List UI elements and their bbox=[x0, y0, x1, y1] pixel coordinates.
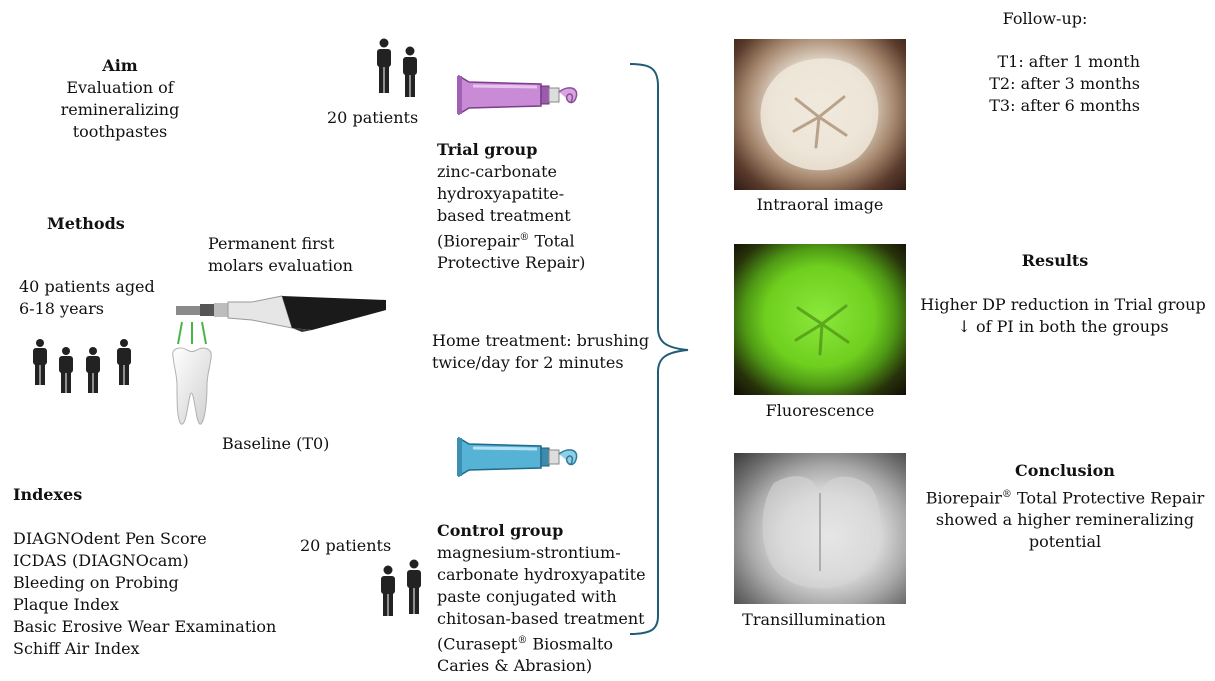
results-title: Results bbox=[1021, 251, 1089, 270]
light-rays-icon bbox=[177, 321, 207, 345]
trial-product-line: Protective Repair) bbox=[437, 253, 586, 273]
trial-line: zinc-carbonate bbox=[437, 162, 557, 181]
trial-group-text: Trial group zinc-carbonate hydroxyapatit… bbox=[437, 139, 585, 274]
trial-product-line: (Biorepair® Total bbox=[437, 227, 585, 252]
results-line: Higher DP reduction in Trial group bbox=[920, 295, 1206, 314]
registered-mark: ® bbox=[1001, 489, 1012, 500]
control-product-name-rest: Biosmalto bbox=[527, 634, 614, 654]
index-item: Plaque Index bbox=[13, 595, 119, 614]
control-patients-icon bbox=[381, 559, 421, 616]
conclusion-product-name: Biorepair bbox=[925, 488, 1002, 508]
control-line: paste conjugated with bbox=[437, 587, 617, 606]
index-item: Basic Erosive Wear Examination bbox=[13, 617, 277, 636]
followup-item: T2: after 3 months bbox=[989, 74, 1140, 93]
aim-line: Evaluation of bbox=[66, 78, 174, 97]
patients-group-icon bbox=[33, 339, 131, 393]
aim-line: remineralizing bbox=[60, 100, 180, 119]
control-line: chitosan-based treatment bbox=[437, 609, 645, 628]
results-text: Higher DP reduction in Trial group ↓ of … bbox=[913, 294, 1213, 338]
patients-total-line: 40 patients aged bbox=[19, 277, 155, 296]
control-product-line: (Curasept® Biosmalto bbox=[437, 630, 646, 655]
home-line: twice/day for 2 minutes bbox=[432, 353, 624, 372]
trial-group-title: Trial group bbox=[437, 140, 538, 159]
intraoral-label: Intraoral image bbox=[756, 195, 884, 214]
molar-occlusal-drawing bbox=[760, 58, 879, 171]
intraoral-image bbox=[734, 39, 906, 190]
transillumination-label: Transillumination bbox=[742, 610, 886, 629]
control-line: magnesium-strontium- bbox=[437, 543, 621, 562]
control-patients-label: 20 patients bbox=[300, 536, 392, 555]
diagnodent-pen-icon bbox=[176, 295, 386, 332]
conclusion-text: Biorepair® Total Protective Repair showe… bbox=[912, 484, 1215, 553]
fluorescence-image bbox=[734, 244, 906, 395]
conclusion-title: Conclusion bbox=[1015, 461, 1115, 480]
patients-total-line: 6-18 years bbox=[19, 299, 104, 318]
trial-product-name-rest: Total bbox=[529, 231, 575, 251]
control-group-title: Control group bbox=[437, 521, 564, 540]
transillumination-image bbox=[734, 453, 906, 604]
conclusion-line: Biorepair® Total Protective Repair bbox=[912, 484, 1215, 509]
control-toothpaste-icon bbox=[457, 436, 578, 478]
registered-mark: ® bbox=[517, 635, 528, 646]
methods-title: Methods bbox=[47, 214, 125, 233]
aim-line: toothpastes bbox=[72, 122, 168, 141]
conclusion-line: showed a higher remineralizing bbox=[935, 510, 1195, 530]
followup-title: Follow-up: bbox=[1002, 9, 1088, 28]
fluorescence-molar-drawing bbox=[794, 304, 850, 356]
followup-list: T1: after 1 month T2: after 3 months T3:… bbox=[988, 51, 1140, 117]
control-group-text: Control group magnesium-strontium- carbo… bbox=[437, 520, 646, 677]
aim-title: Aim bbox=[102, 56, 138, 75]
followup-item: T1: after 1 month bbox=[997, 52, 1140, 71]
baseline-label: Baseline (T0) bbox=[222, 434, 330, 453]
trial-patients-label: 20 patients bbox=[327, 108, 419, 127]
molars-text: Permanent first molars evaluation bbox=[208, 233, 353, 277]
indexes-list: DIAGNOdent Pen Score ICDAS (DIAGNOcam) B… bbox=[13, 528, 276, 660]
followup-item: T3: after 6 months bbox=[989, 96, 1140, 115]
control-product-line: Caries & Abrasion) bbox=[437, 656, 593, 676]
molars-line: Permanent first bbox=[208, 234, 335, 253]
home-line: Home treatment: brushing bbox=[432, 331, 650, 350]
trial-toothpaste-icon bbox=[457, 74, 578, 116]
trial-line: hydroxyapatite- bbox=[437, 184, 565, 203]
indexes-title: Indexes bbox=[13, 485, 83, 504]
trial-patients-icon bbox=[377, 38, 417, 97]
results-line: ↓ of PI in both the groups bbox=[957, 317, 1169, 336]
registered-mark: ® bbox=[519, 232, 530, 243]
transillumination-molar-drawing bbox=[762, 476, 881, 589]
control-line: carbonate hydroxyapatite bbox=[437, 565, 646, 584]
patients-total-text: 40 patients aged 6-18 years bbox=[19, 276, 155, 320]
index-item: ICDAS (DIAGNOcam) bbox=[13, 551, 189, 570]
trial-product-name: (Biorepair bbox=[437, 231, 520, 251]
conclusion-line: potential bbox=[1028, 532, 1102, 552]
tooth-icon bbox=[172, 347, 212, 425]
molars-line: molars evaluation bbox=[208, 256, 353, 275]
index-item: Schiff Air Index bbox=[13, 639, 140, 658]
trial-line: based treatment bbox=[437, 206, 571, 225]
curly-brace-connector bbox=[629, 63, 689, 635]
aim-text: Evaluation of remineralizing toothpastes bbox=[40, 77, 200, 143]
home-treatment-text: Home treatment: brushing twice/day for 2… bbox=[432, 330, 649, 374]
index-item: DIAGNOdent Pen Score bbox=[13, 529, 207, 548]
fluorescence-label: Fluorescence bbox=[765, 401, 875, 420]
conclusion-product-rest: Total Protective Repair bbox=[1011, 488, 1205, 508]
index-item: Bleeding on Probing bbox=[13, 573, 179, 592]
control-product-name: (Curasept bbox=[437, 634, 518, 654]
